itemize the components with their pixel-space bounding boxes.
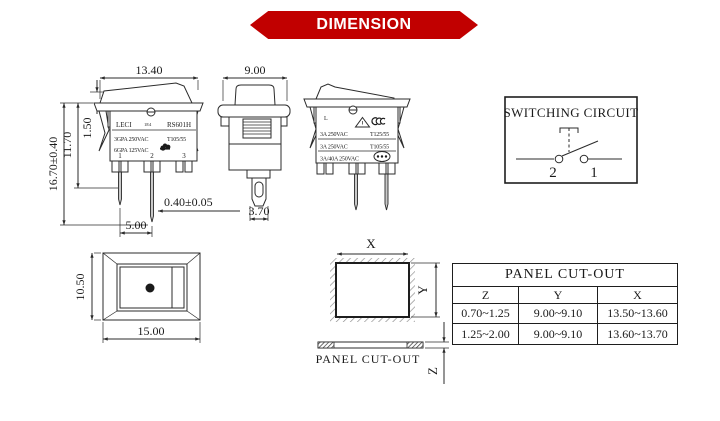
cutout-figure-label: PANEL CUT-OUT — [316, 352, 421, 366]
pin-pitch-dim: 5.00 — [126, 218, 147, 232]
table-title: PANEL CUT-OUT — [453, 264, 677, 287]
rear-rating1: 3A 250VAC — [320, 132, 348, 138]
cutout-y-label: Y — [415, 285, 430, 295]
switch-body — [109, 110, 198, 162]
indicator-dot — [145, 283, 155, 293]
side-view: 9.00 3.70 — [217, 63, 291, 221]
front-rocker-height-dim: 1.50 — [80, 118, 94, 139]
cqc-mark-icon — [373, 151, 391, 162]
cell-x-1: 13.50~13.60 — [607, 306, 668, 320]
front-view: 13.40 16.70±0.40 11.70 1.50 — [46, 63, 240, 237]
table-row: 0.70~1.25 9.00~9.10 13.50~13.60 — [453, 304, 677, 324]
col-header-x: X — [633, 287, 642, 302]
mounting-flange — [303, 98, 411, 108]
cutout-x-label: X — [366, 236, 376, 251]
cell-z-2: 1.25~2.00 — [453, 324, 519, 344]
switching-circuit-box: SWITCHING CIRCUIT 2 1 — [504, 96, 639, 184]
marking-brand: LECI — [116, 121, 132, 129]
top-height-dim: 10.50 — [73, 274, 87, 301]
flange-side — [217, 104, 291, 118]
terminal-2-label: 2 — [150, 152, 154, 160]
top-width-dim: 15.00 — [138, 324, 165, 338]
terminal-3-label: 3 — [182, 152, 186, 160]
cell-y-2: 9.00~9.10 — [519, 324, 598, 344]
mounting-flange — [93, 102, 204, 112]
front-width-dim: 13.40 — [136, 63, 163, 77]
switch-body — [315, 106, 399, 164]
marking-rating1: 3GPA 250VAC — [114, 137, 149, 143]
marking-rating2: 6GPA 125VAC — [114, 148, 149, 154]
cutout-hole — [335, 262, 410, 318]
rear-rating2: 3A 250VAC — [320, 145, 348, 151]
ul-cert-logo-icon — [160, 143, 171, 151]
cutout-z-label: Z — [425, 367, 440, 375]
rear-temp1: T125/55 — [370, 132, 389, 138]
marking-code: 1E4 — [144, 122, 152, 127]
cell-y-1: 9.00~9.10 — [519, 304, 598, 323]
front-total-height-dim: 16.70±0.40 — [46, 137, 60, 192]
blade-width-dim: 3.70 — [249, 204, 270, 218]
col-header-z: Z — [453, 287, 519, 303]
table-row: 1.25~2.00 9.00~9.10 13.60~13.70 — [453, 324, 677, 344]
circuit-terminal-2: 2 — [549, 165, 557, 181]
marking-model: RS601H — [167, 121, 191, 129]
panel-cutout-figure: X Y PANEL CUT-OUT Z — [316, 236, 449, 384]
marking-temp1: T105/55 — [167, 137, 186, 143]
terminal-pin — [150, 171, 154, 223]
rocker-side — [234, 84, 276, 106]
col-header-y: Y — [519, 287, 598, 303]
triangle-mark-icon — [354, 116, 371, 128]
rocker-actuator — [99, 82, 193, 104]
pin-thickness-dim: 0.40±0.05 — [164, 195, 213, 209]
marking-l: L — [324, 116, 328, 122]
rear-rating3: 3A/40A 250VAC — [320, 157, 359, 163]
ccc-mark-icon — [371, 117, 386, 126]
rear-temp2: T105/55 — [370, 145, 389, 151]
panel-cutout-table: PANEL CUT-OUT Z Y X 0.70~1.25 9.00~9.10 … — [452, 263, 678, 345]
top-view: 10.50 15.00 — [73, 252, 201, 343]
rear-view: L 3A 250VAC T125/55 3A 250VAC T105/55 3A… — [303, 83, 411, 211]
banner-label: DIMENSION — [316, 16, 412, 33]
circuit-terminal-1: 1 — [590, 165, 598, 181]
circuit-title: SWITCHING CIRCUIT — [504, 105, 639, 120]
cell-x-2: 13.60~13.70 — [607, 326, 668, 341]
side-width-dim: 9.00 — [245, 63, 266, 77]
terminal-pin — [118, 171, 122, 206]
cell-z-1: 0.70~1.25 — [453, 304, 519, 323]
terminal-pin — [354, 173, 358, 211]
terminal-pin — [384, 173, 389, 211]
rocker-actuator — [315, 83, 395, 100]
front-body-height-dim: 11.70 — [60, 132, 74, 159]
dimension-banner: DIMENSION — [250, 11, 478, 39]
terminal-1-label: 1 — [118, 152, 122, 160]
